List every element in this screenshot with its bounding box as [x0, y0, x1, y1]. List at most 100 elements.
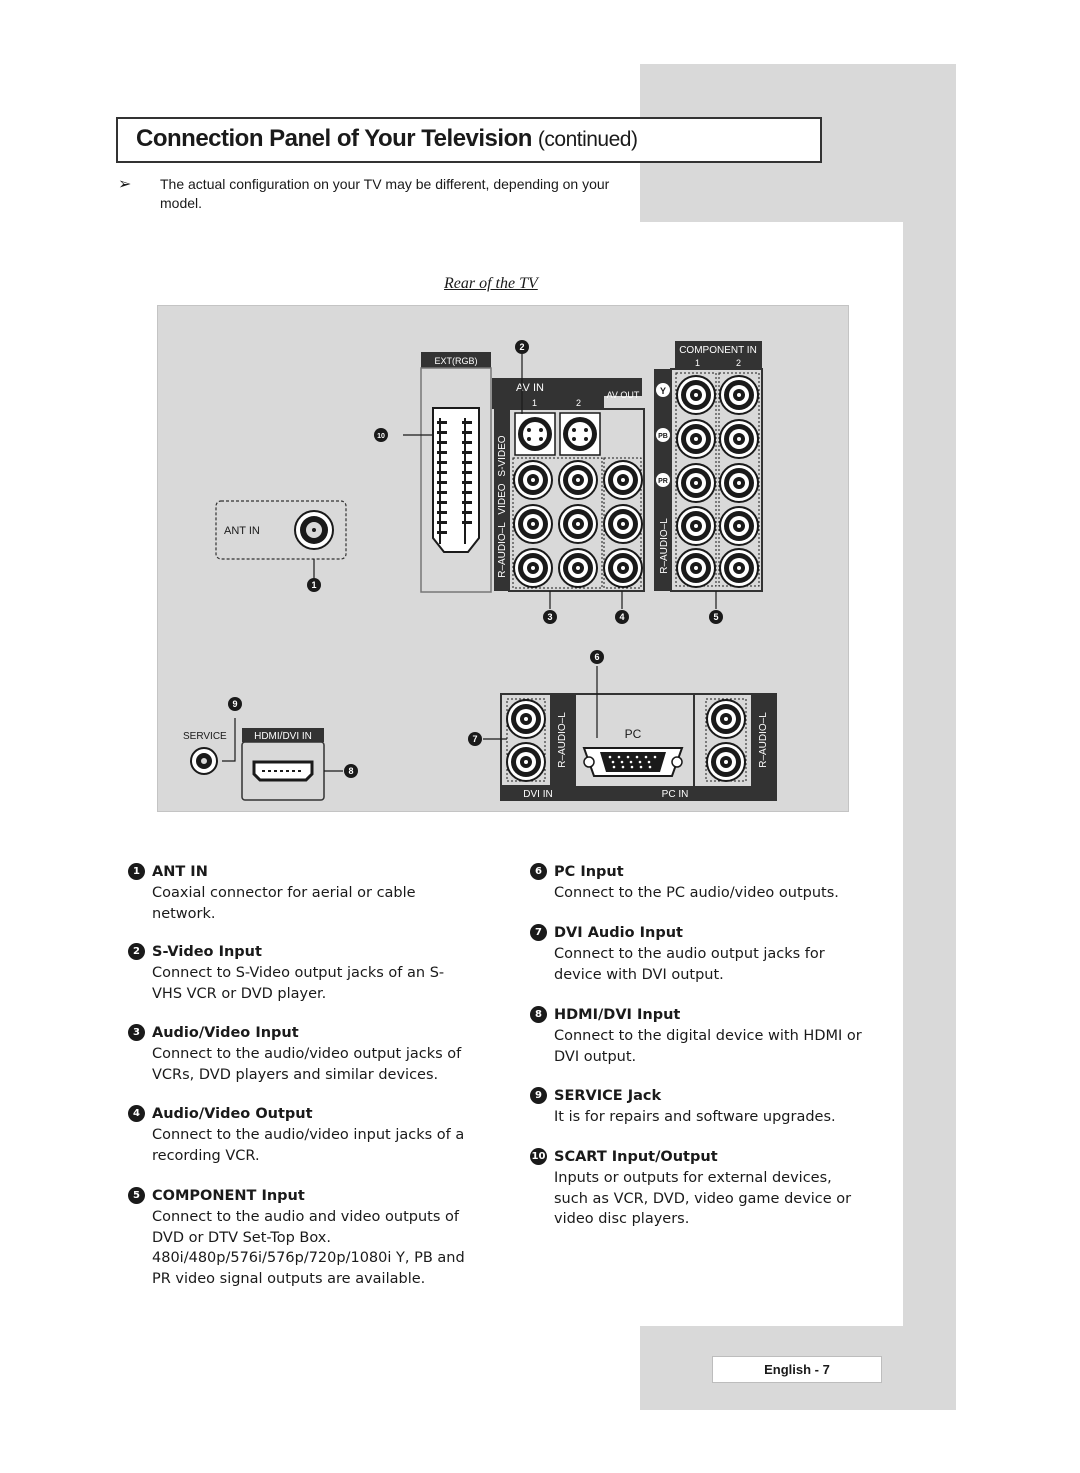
item-audio-video-input: 3 Audio/Video Input Connect to the audio/…	[128, 1024, 468, 1085]
av-col1-label: 1	[532, 398, 537, 408]
s-video-jacks	[514, 412, 601, 456]
svg-text:9: 9	[232, 699, 237, 709]
item-description: Coaxial connector for aerial or cable ne…	[152, 885, 416, 922]
item-number: 8	[530, 1006, 547, 1023]
callout-9: 9	[228, 697, 242, 711]
callout-1: 1	[307, 578, 321, 592]
item-number: 3	[128, 1024, 145, 1041]
svg-text:3: 3	[547, 612, 552, 622]
svg-text:1: 1	[311, 580, 316, 590]
item-s-video-input: 2 S-Video Input Connect to S-Video output…	[128, 943, 468, 1004]
dvi-pc-block: R–AUDIO–L R–AUDIO–L DVI IN PC IN PC	[483, 666, 777, 801]
av-col2-label: 2	[576, 398, 581, 408]
item-title: PC Input	[554, 863, 624, 880]
video-label: VIDEO	[497, 483, 508, 514]
item-dvi-audio-input: 7 DVI Audio Input Connect to the audio ou…	[530, 924, 870, 985]
item-title: Audio/Video Output	[152, 1105, 313, 1122]
item-description: Connect to S-Video output jacks of an S-…	[152, 965, 445, 1002]
item-title: ANT IN	[152, 863, 208, 880]
item-description: Connect to the audio/video output jacks …	[152, 1046, 462, 1083]
item-title: SERVICE Jack	[554, 1087, 662, 1104]
item-hdmi-dvi-input: 8 HDMI/DVI Input Connect to the digital d…	[530, 1006, 870, 1067]
pc-label: PC	[625, 727, 642, 741]
page-number-label: English - 7	[712, 1356, 882, 1383]
svg-text:8: 8	[348, 766, 353, 776]
comp-col1-label: 1	[695, 358, 700, 368]
callout-6: 6	[590, 650, 604, 664]
title-suffix: (continued)	[537, 128, 638, 151]
ant-in-connector: ANT IN	[215, 500, 347, 578]
item-number: 4	[128, 1105, 145, 1122]
service-label: SERVICE	[183, 731, 227, 742]
svg-text:4: 4	[619, 612, 624, 622]
comp-col2-label: 2	[736, 358, 741, 368]
item-description: Connect to the audio output jacks for de…	[554, 946, 825, 983]
item-audio-video-output: 4 Audio/Video Output Connect to the audio…	[128, 1105, 468, 1166]
rear-panel-svg: EXT(RGB) ANT IN	[183, 340, 777, 801]
item-number: 5	[128, 1187, 145, 1204]
audio-label-pc: R–AUDIO–L	[758, 712, 769, 768]
item-description: Connect to the audio and video outputs o…	[152, 1209, 465, 1287]
item-number: 9	[530, 1087, 547, 1104]
s-video-label: S-VIDEO	[497, 435, 508, 476]
item-title: HDMI/DVI Input	[554, 1006, 681, 1023]
pb-label: PB	[658, 433, 668, 440]
callout-8: 8	[344, 764, 358, 778]
pc-in-label: PC IN	[662, 789, 689, 800]
pr-label: PR	[658, 478, 668, 485]
callout-2: 2	[515, 340, 529, 354]
audio-label-dvi: R–AUDIO–L	[557, 712, 568, 768]
item-description: Connect to the digital device with HDMI …	[554, 1028, 862, 1065]
callout-10: 10	[374, 428, 388, 442]
callout-5: 5	[709, 610, 723, 624]
svg-text:7: 7	[472, 734, 477, 744]
item-title: S-Video Input	[152, 943, 262, 960]
item-number: 1	[128, 863, 145, 880]
svg-text:5: 5	[713, 612, 718, 622]
page-title-box: Connection Panel of Your Television(cont…	[116, 117, 822, 163]
audio-label-av: R–AUDIO–L	[497, 522, 508, 578]
dvi-in-label: DVI IN	[523, 789, 552, 800]
svg-text:10: 10	[377, 433, 385, 440]
service-hdmi-block: SERVICE HDMI/DVI IN	[183, 718, 343, 801]
item-title: COMPONENT Input	[152, 1187, 305, 1204]
hdmi-dvi-in-label: HDMI/DVI IN	[254, 731, 312, 742]
item-title: Audio/Video Input	[152, 1024, 299, 1041]
gray-side-bar	[903, 64, 956, 1410]
note: ➢ The actual configuration on your TV ma…	[118, 175, 618, 213]
note-arrow-icon: ➢	[118, 176, 132, 193]
audio-label-comp: R–AUDIO–L	[659, 518, 670, 574]
rear-panel-diagram: EXT(RGB) ANT IN	[157, 305, 849, 812]
item-number: 7	[530, 924, 547, 941]
item-service-jack: 9 SERVICE Jack It is for repairs and soft…	[530, 1087, 870, 1128]
item-description: It is for repairs and software upgrades.	[554, 1109, 836, 1125]
av-in-label: AV IN	[516, 382, 544, 394]
svg-text:2: 2	[519, 342, 524, 352]
ant-in-label: ANT IN	[224, 525, 260, 537]
item-number: 6	[530, 863, 547, 880]
component-in-label: COMPONENT IN	[679, 345, 757, 356]
item-number: 10	[530, 1148, 547, 1165]
y-label: Y	[660, 386, 666, 396]
item-description: Connect to the PC audio/video outputs.	[554, 885, 839, 901]
page-title: Connection Panel of Your Television(cont…	[136, 125, 638, 153]
svg-text:6: 6	[594, 652, 599, 662]
item-number: 2	[128, 943, 145, 960]
ext-rgb-label: EXT(RGB)	[434, 356, 477, 366]
diagram-caption: Rear of the TV	[444, 275, 538, 292]
component-in-block: COMPONENT IN 1 2 Y PB PR R–AUDIO–L	[654, 341, 763, 609]
item-component-input: 5 COMPONENT Input Connect to the audio an…	[128, 1187, 468, 1289]
item-pc-input: 6 PC Input Connect to the PC audio/video …	[530, 863, 870, 904]
title-main: Connection Panel of Your Television	[136, 125, 532, 152]
item-title: SCART Input/Output	[554, 1148, 718, 1165]
item-description: Connect to the audio/video input jacks o…	[152, 1127, 465, 1164]
scart-connector: EXT(RGB)	[403, 352, 492, 593]
av-in-block: AV IN 1 2 AV OUT S-VIDEO VIDEO R–AUDIO–L	[492, 354, 645, 609]
item-title: DVI Audio Input	[554, 924, 683, 941]
callout-7: 7	[468, 732, 482, 746]
callout-4: 4	[615, 610, 629, 624]
item-ant-in: 1 ANT IN Coaxial connector for aerial or …	[128, 863, 468, 924]
callout-3: 3	[543, 610, 557, 624]
note-text: The actual configuration on your TV may …	[160, 176, 610, 211]
